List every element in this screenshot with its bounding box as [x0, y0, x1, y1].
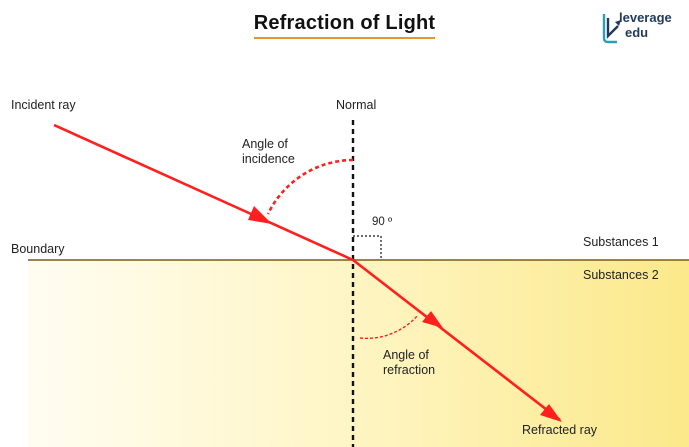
page-title: Refraction of Light: [0, 12, 689, 39]
brand-logo: leverage edu: [601, 8, 681, 46]
incident-ray-arrowhead: [248, 206, 272, 224]
refracted-ray-arrowhead-mid: [422, 311, 443, 328]
angle-of-incidence-arc: [266, 158, 354, 215]
substances-1-label: Substances 1: [583, 235, 659, 249]
substances-2-label: Substances 2: [583, 268, 659, 282]
right-angle-label: 90 º: [372, 216, 393, 228]
right-angle-marker: [353, 235, 382, 260]
angle-of-refraction-label-line2: refraction: [383, 363, 436, 377]
refracted-ray-arrowhead-end: [540, 404, 562, 422]
angle-of-refraction-arc: [359, 314, 419, 340]
incident-ray-label: Incident ray: [11, 98, 76, 112]
normal-label: Normal: [336, 98, 377, 112]
logo-text-line2: edu: [625, 25, 649, 40]
substance-2-region: [28, 260, 689, 447]
angle-of-refraction-label: Angle of refraction: [383, 348, 435, 378]
incident-ray: [53, 123, 354, 262]
angle-of-refraction-label-line1: Angle of: [383, 348, 429, 362]
logo-text-line1: leverage: [619, 10, 672, 25]
angle-of-incidence-label-line1: Angle of: [242, 137, 288, 151]
refracted-ray: [352, 258, 561, 422]
title-text: Refraction of Light: [253, 12, 436, 39]
refracted-ray-label: Refracted ray: [522, 423, 598, 437]
angle-of-incidence-label-line2: incidence: [242, 152, 295, 166]
angle-of-incidence-label: Angle of incidence: [242, 137, 295, 167]
boundary-label: Boundary: [11, 242, 65, 256]
leverage-edu-logo-icon: [602, 14, 621, 44]
